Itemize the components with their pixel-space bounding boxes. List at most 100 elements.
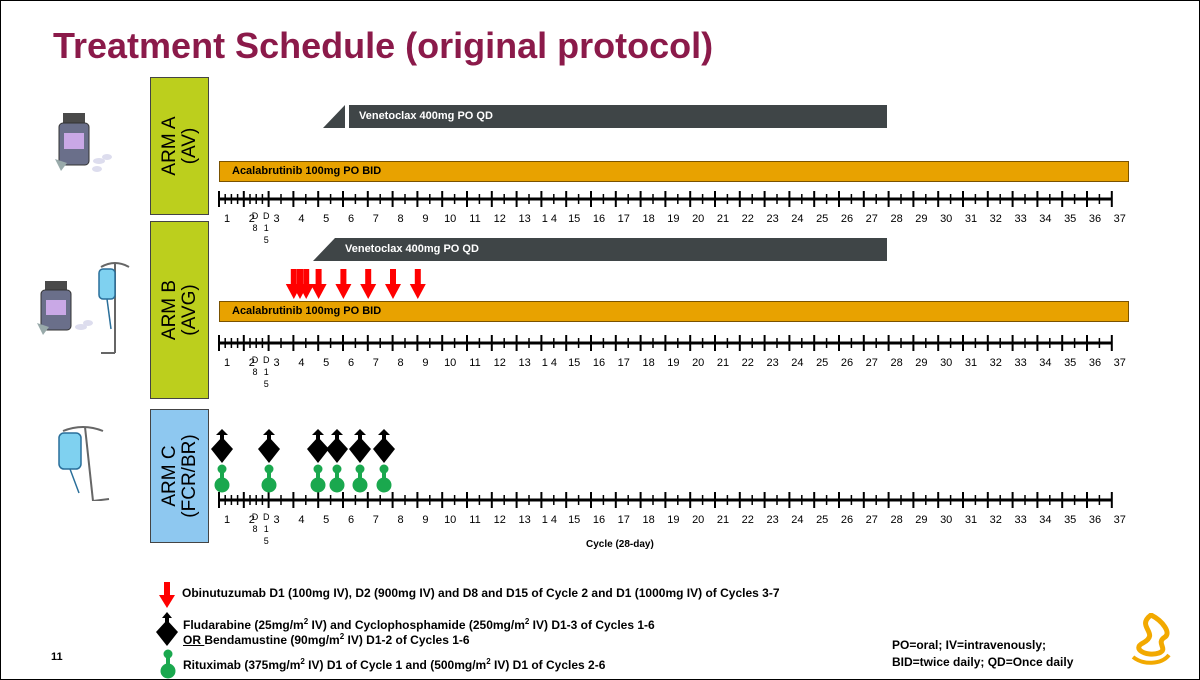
arm-b-cycle-label: 16 <box>593 357 605 369</box>
arm-c-cycle-label: 8 <box>398 514 404 526</box>
rituximab-marker-stem <box>382 472 386 480</box>
arm-b-cycle-label: 26 <box>841 357 853 369</box>
arm-c-cycle-label: 37 <box>1114 514 1126 526</box>
arm-c-cycle-label: 11 <box>469 514 480 526</box>
arm-c-day-15-label-mid: 1 <box>264 524 269 534</box>
arm-a-cycle-label: 18 <box>642 213 654 225</box>
arm-c-cycle-label: 9 <box>422 514 428 526</box>
arm-b-cycle-label: 36 <box>1089 357 1101 369</box>
arm-b-cycle-label: 24 <box>791 357 803 369</box>
arm-b-cycle-label: 22 <box>742 357 754 369</box>
arm-a-cycle-label: 32 <box>990 213 1002 225</box>
page-title: Treatment Schedule (original protocol) <box>53 25 714 66</box>
arm-b-cycle-label: 20 <box>692 357 704 369</box>
arm-c-cycle-label: 33 <box>1014 514 1026 526</box>
arm-b-cycle-label: 35 <box>1064 357 1076 369</box>
arm-b-cycle-label: 9 <box>422 357 428 369</box>
rituximab-marker-stem <box>335 472 339 480</box>
bendamustine-legend-text: OR Bendamustine (90mg/m2 IV) D1-2 of Cyc… <box>183 632 470 647</box>
abbreviations-line-1: PO=oral; IV=intravenously; <box>892 638 1047 652</box>
arm-b-cycle-label: 25 <box>816 357 828 369</box>
arm-a-cycle-label: 28 <box>890 213 902 225</box>
arm-b-cycle-label: 10 <box>444 357 456 369</box>
arm-a-cycle-label: 3 <box>274 213 280 225</box>
arm-a-cycle-label: 16 <box>593 213 605 225</box>
arm-c-cycle-label: 13 <box>518 514 530 526</box>
arm-c-cycle-label: 30 <box>940 514 952 526</box>
bendamustine-sup: 2 <box>339 632 345 641</box>
rituximab-marker <box>329 477 345 493</box>
arm-b-cycle-label: 6 <box>348 357 354 369</box>
arm-b-cycle-label: 12 <box>494 357 506 369</box>
arm-a-cycle-label: 20 <box>692 213 704 225</box>
arm-a-cycle-label: 9 <box>422 213 428 225</box>
fludarabine-legend-text: Fludarabine (25mg/m2 IV) and Cyclophosph… <box>183 617 655 632</box>
rituximab-marker-top <box>264 464 274 474</box>
arm-b-cycle-label: 13 <box>518 357 530 369</box>
arm-c-cycle-label: 21 <box>717 514 729 526</box>
fc-br-legend-diamond <box>156 612 178 646</box>
arm-c-cycle-label: 10 <box>444 514 456 526</box>
obinutuzumab-arrow-shaft <box>315 269 322 285</box>
arm-a-day-8-label-bottom: 8 <box>252 223 257 233</box>
arm-a-day-15-label-bottom: 5 <box>264 235 269 245</box>
arm-b-cycle-label: 31 <box>965 357 977 369</box>
arm-c-cycle-label: 28 <box>890 514 902 526</box>
fc-br-diamond-top <box>312 429 324 435</box>
arm-b-cycle-label: 29 <box>915 357 927 369</box>
arm-a-cycle-label: 34 <box>1039 213 1051 225</box>
arm-c-cycle-label: 5 <box>323 514 329 526</box>
rituximab-marker-top <box>355 464 365 474</box>
arm-a-cycle-label: 33 <box>1014 213 1026 225</box>
arm-a-cycle-label: 2 <box>249 213 255 225</box>
arm-a-day-15-label-top: D <box>263 211 270 221</box>
obinutuzumab-arrow-head <box>335 284 352 299</box>
arm-b-cycle-label: 15 <box>568 357 580 369</box>
fludarabine-sup: 2 <box>303 617 309 626</box>
fc-br-diamond <box>326 437 348 463</box>
arm-b-day-8-label-top: D <box>252 355 259 365</box>
obinutuzumab-arrow-shaft <box>414 269 421 285</box>
obinutuzumab-arrow-head <box>310 284 327 299</box>
obinutuzumab-arrow-head <box>409 284 426 299</box>
arm-a-cycle-label: 36 <box>1089 213 1101 225</box>
rituximab-marker <box>261 477 277 493</box>
page-number: 11 <box>51 651 63 663</box>
arm-a-cycle-label: 10 <box>444 213 456 225</box>
arm-c-cycle-label: 1 <box>224 514 230 526</box>
obinutuzumab-arrow-shaft <box>340 269 347 285</box>
arm-c-cycle-label: 12 <box>494 514 506 526</box>
rituximab-marker <box>376 477 392 493</box>
arm-a-cycle-label: 11 <box>469 213 480 225</box>
fludarabine-text-b: IV) and Cyclophosphamide (250mg/m <box>308 618 525 632</box>
arm-c-cycle-label: 16 <box>593 514 605 526</box>
arm-a-cycle-label: 19 <box>667 213 679 225</box>
arm-c-label-box: ARM C (FCR/BR) <box>150 409 209 543</box>
arm-b-venetoclax-ramp <box>313 238 335 261</box>
arm-c-cycle-label: 25 <box>816 514 828 526</box>
arm-a-cycle-label: 1 4 <box>542 213 557 225</box>
rituximab-marker-stem <box>220 472 224 480</box>
rituximab-marker-top <box>217 464 227 474</box>
arm-c-cycle-label: 2 <box>249 514 255 526</box>
rituximab-marker-top <box>332 464 342 474</box>
arm-a-cycle-label: 6 <box>348 213 354 225</box>
arm-a-venetoclax-bar: Venetoclax 400mg PO QD <box>349 105 887 128</box>
obinutuzumab-arrow-shaft <box>303 269 310 285</box>
arm-a-cycle-label: 25 <box>816 213 828 225</box>
obinutuzumab-arrow-shaft <box>290 269 297 285</box>
arm-b-cycle-label: 28 <box>890 357 902 369</box>
fc-br-diamond-top <box>378 429 390 435</box>
arm-a-day-15-label-mid: 1 <box>264 223 269 233</box>
arm-a-cycle-label: 35 <box>1064 213 1076 225</box>
rituximab-marker <box>214 477 230 493</box>
obinutuzumab-arrow-head <box>298 284 315 299</box>
iv-bag-icon <box>98 262 130 354</box>
fludarabine-text-c: IV) D1-3 of Cycles 1-6 <box>529 618 655 632</box>
arm-b-cycle-label: 1 <box>224 357 230 369</box>
arm-c-cycle-label: 1 4 <box>542 514 557 526</box>
arm-c-day-15-label-top: D <box>263 512 270 522</box>
arm-b-day-15-label-mid: 1 <box>264 367 269 377</box>
